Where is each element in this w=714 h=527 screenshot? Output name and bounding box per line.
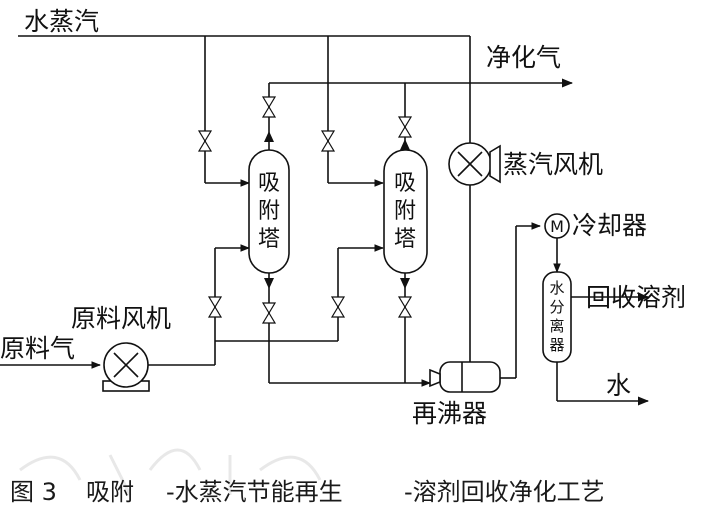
adsorber-tower-2 — [383, 149, 428, 274]
separator-char-1: 水 — [549, 279, 564, 297]
watermark — [19, 448, 322, 496]
separator-char-3: 离 — [549, 317, 564, 335]
feed-fan-label: 原料风机 — [71, 304, 171, 333]
tower2-char-1: 吸 — [394, 171, 416, 196]
clean-gas-label: 净化气 — [486, 43, 561, 72]
reboiler-icon — [429, 361, 501, 393]
tower1-char-2: 附 — [258, 199, 280, 224]
valve-clean-1 — [261, 96, 277, 118]
clean-gas-pipe — [268, 78, 574, 150]
caption-part-2: -水蒸汽节能再生 — [166, 478, 343, 506]
reboiler-cooler-pipe — [500, 222, 561, 379]
valve-steam-1 — [197, 130, 213, 152]
steam-fan-label: 蒸汽风机 — [503, 150, 603, 179]
reboiler-label: 再沸器 — [412, 399, 487, 428]
caption-part-3: -溶剂回收净化工艺 — [404, 478, 605, 506]
separator-outlets — [556, 292, 650, 406]
cooler-label: 冷却器 — [572, 211, 647, 240]
valve-bottom-2 — [397, 296, 413, 318]
figure-caption: 图 3 吸附 -水蒸汽节能再生 -溶剂回收净化工艺 — [10, 478, 605, 506]
valve-steam-2 — [320, 130, 336, 152]
tower2-char-2: 附 — [394, 199, 416, 224]
steam-fan-icon — [448, 142, 501, 186]
feed-gas-label: 原料气 — [0, 334, 75, 363]
valve-bottom-1 — [261, 302, 277, 324]
steam-inlet-label: 水蒸汽 — [24, 7, 99, 36]
valve-feed-1 — [207, 296, 223, 318]
cooler-symbol: M — [550, 217, 564, 236]
valve-clean-2 — [397, 116, 413, 138]
steam-header-pipe — [18, 35, 470, 187]
cooler-icon: M — [544, 213, 570, 239]
caption-figure-number: 图 3 — [10, 478, 57, 506]
tower2-char-3: 塔 — [394, 227, 416, 252]
arrow-up-1 — [264, 131, 274, 142]
valve-feed-2 — [330, 296, 346, 318]
arrow-up-2 — [400, 139, 410, 150]
caption-part-1: 吸附 — [86, 478, 134, 506]
water-label: 水 — [606, 371, 631, 400]
feed-fan-icon — [102, 342, 150, 392]
arrow-down-1 — [264, 278, 274, 289]
arrow-down-2 — [400, 278, 410, 289]
water-separator — [542, 271, 572, 363]
separator-char-2: 分 — [549, 298, 564, 316]
separator-char-4: 器 — [549, 336, 564, 354]
recovered-solvent-label: 回收溶剂 — [586, 283, 686, 312]
tower1-char-1: 吸 — [258, 171, 280, 196]
tower1-char-3: 塔 — [258, 227, 280, 252]
adsorber-tower-1 — [248, 149, 290, 274]
